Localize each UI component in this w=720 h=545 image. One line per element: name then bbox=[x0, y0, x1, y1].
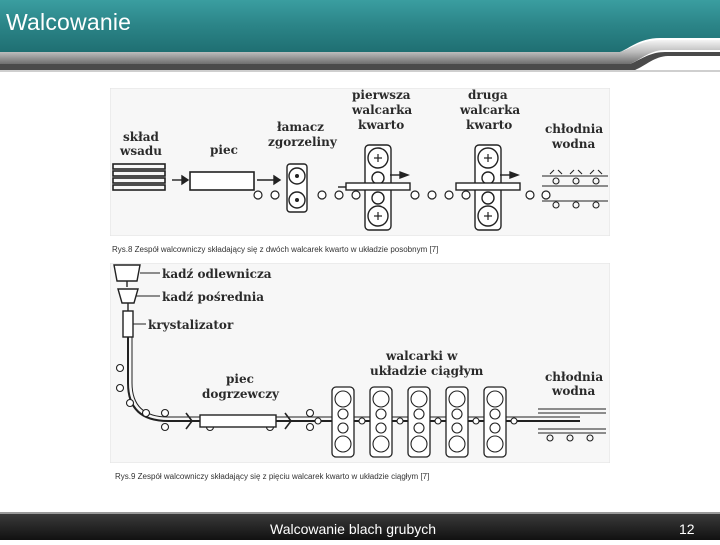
label-chlodnia-2: wodna bbox=[551, 384, 595, 398]
label-walcarki-2: układzie ciągłym bbox=[370, 364, 484, 378]
mould-shape bbox=[122, 310, 134, 338]
first-mill-shape bbox=[345, 144, 411, 231]
label-kadz-odlewnicza: kadź odlewnicza bbox=[162, 267, 272, 281]
shear-shape bbox=[185, 412, 292, 430]
label-krystalizator: krystalizator bbox=[148, 318, 234, 332]
tundish-shape bbox=[117, 288, 139, 311]
roller-table bbox=[253, 190, 551, 200]
label-cool-1: chłodnia bbox=[545, 122, 603, 136]
page-number: 12 bbox=[679, 521, 695, 537]
label-sklad-2: wsadu bbox=[119, 144, 162, 158]
label-second-3: kwarto bbox=[466, 118, 512, 132]
label-walcarki-1: walcarki w bbox=[385, 349, 458, 363]
label-cool-2: wodna bbox=[551, 137, 595, 151]
second-mill-shape bbox=[455, 144, 521, 231]
label-chlodnia-1: chłodnia bbox=[545, 370, 603, 384]
strand-path bbox=[127, 337, 580, 422]
label-first-3: kwarto bbox=[358, 118, 404, 132]
ladle-shape bbox=[113, 264, 141, 287]
label-kadz-posrednia: kadź pośrednia bbox=[162, 290, 264, 304]
label-second-2: walcarka bbox=[459, 103, 520, 117]
label-piec: piec bbox=[210, 143, 238, 157]
reheat-furnace-shape bbox=[199, 414, 277, 428]
label-sklad-1: skład bbox=[123, 130, 159, 144]
cooling-section-2-shape bbox=[538, 408, 606, 442]
footer-bar bbox=[0, 512, 720, 540]
label-lamacz-2: zgorzeliny bbox=[268, 135, 338, 149]
slide-title: Walcowanie bbox=[6, 9, 132, 35]
descaler-shape bbox=[286, 163, 308, 213]
figure-9-diagram: kadź odlewnicza kadź pośrednia krystaliz… bbox=[109, 262, 611, 464]
label-piec-1: piec bbox=[226, 372, 254, 386]
slab-stack-icon bbox=[112, 163, 166, 191]
figure-9-caption: Rys.9 Zespół walcowniczy składający się … bbox=[115, 472, 430, 481]
footer-title: Walcowanie blach grubych bbox=[270, 521, 437, 537]
label-lamacz-1: łamacz bbox=[277, 120, 324, 134]
figure-8-caption: Rys.8 Zespół walcowniczy składający się … bbox=[112, 245, 439, 254]
guide-rollers bbox=[115, 363, 315, 432]
header-band: Walcowanie bbox=[0, 0, 720, 72]
furnace-shape bbox=[189, 171, 255, 191]
label-piec-2: dogrzewczy bbox=[202, 387, 280, 401]
figure-8-diagram: skład wsadu piec łamacz zgorzeliny pierw… bbox=[109, 87, 611, 237]
label-first-2: walcarka bbox=[351, 103, 412, 117]
cooling-section-shape bbox=[542, 169, 608, 209]
label-first-1: pierwsza bbox=[352, 88, 411, 102]
label-second-1: druga bbox=[468, 88, 508, 102]
mill-rolls bbox=[334, 390, 504, 453]
